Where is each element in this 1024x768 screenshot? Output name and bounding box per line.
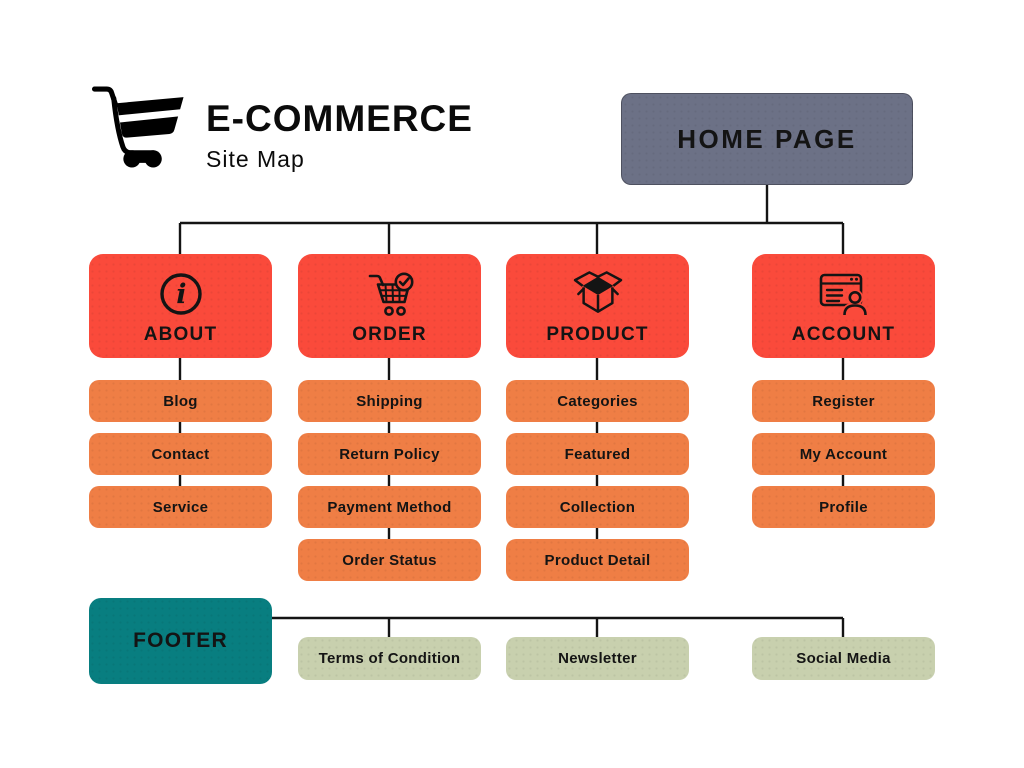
node-footer: FOOTER (89, 598, 272, 684)
node-newsletter: Newsletter (506, 637, 689, 680)
node-order-status: Order Status (298, 539, 481, 581)
browser-user-icon (819, 273, 868, 317)
node-return-policy: Return Policy (298, 433, 481, 475)
node-collection: Collection (506, 486, 689, 528)
node-shipping: Shipping (298, 380, 481, 422)
node-product-detail: Product Detail (506, 539, 689, 581)
node-my-account: My Account (752, 433, 935, 475)
shopping-cart-icon (91, 86, 184, 168)
node-register: Register (752, 380, 935, 422)
cart-check-icon (368, 272, 413, 316)
node-blog: Blog (89, 380, 272, 422)
node-about: i ABOUT (89, 254, 272, 358)
info-icon: i (159, 272, 202, 315)
node-product-label: PRODUCT (546, 323, 649, 345)
node-profile: Profile (752, 486, 935, 528)
node-account-label: ACCOUNT (791, 323, 896, 345)
node-order: ORDER (298, 254, 481, 358)
svg-text:i: i (176, 279, 187, 310)
logo: E-COMMERCE Site Map (86, 84, 473, 173)
node-account: ACCOUNT (752, 254, 935, 358)
node-social-media: Social Media (752, 637, 935, 680)
node-payment-method: Payment Method (298, 486, 481, 528)
node-featured: Featured (506, 433, 689, 475)
node-about-label: ABOUT (143, 323, 218, 345)
node-product: PRODUCT (506, 254, 689, 358)
node-categories: Categories (506, 380, 689, 422)
node-terms-of-condition: Terms of Condition (298, 637, 481, 680)
node-order-label: ORDER (352, 323, 427, 345)
open-box-icon (573, 270, 622, 313)
node-home-page: HOME PAGE (621, 93, 913, 185)
node-service: Service (89, 486, 272, 528)
logo-title: E-COMMERCE (206, 98, 473, 139)
logo-subtitle: Site Map (206, 146, 305, 172)
node-contact: Contact (89, 433, 272, 475)
